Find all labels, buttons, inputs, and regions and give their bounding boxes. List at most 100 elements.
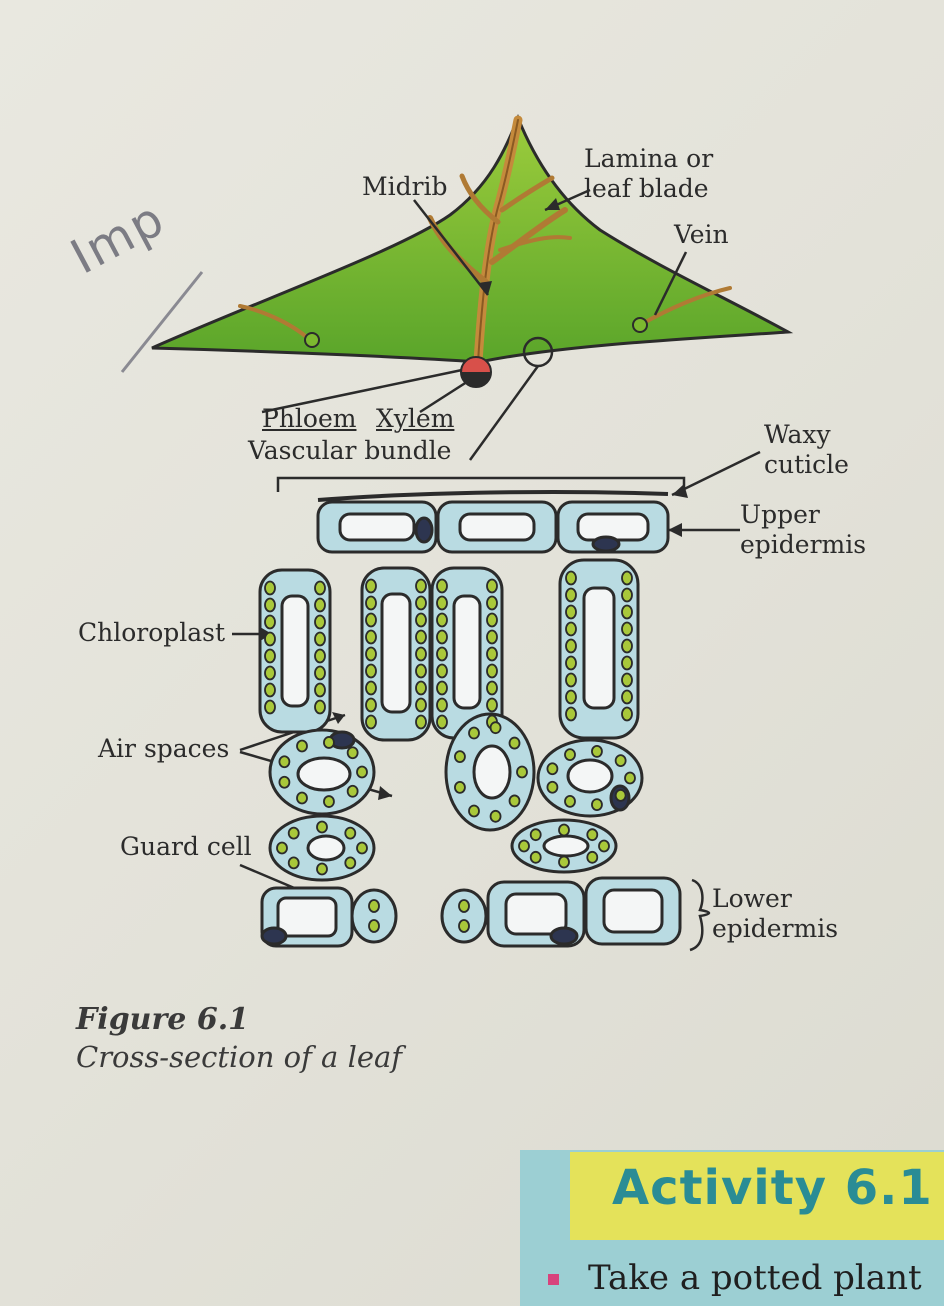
chloroplast <box>518 839 530 853</box>
chloroplast <box>564 794 576 808</box>
label-xylem: Xylem <box>376 404 455 433</box>
chloroplast <box>565 638 577 654</box>
activity-first-line: Take a potted plant <box>588 1258 922 1298</box>
chloroplast <box>468 804 480 818</box>
chloroplast <box>621 604 633 620</box>
chloroplast <box>591 798 603 811</box>
label-lower-epidermis: Lower epidermis <box>712 884 839 943</box>
chloroplast <box>436 714 448 730</box>
chloroplast <box>264 665 276 681</box>
chloroplast <box>314 631 326 647</box>
chloroplast <box>436 697 448 713</box>
chloroplast <box>314 580 326 596</box>
chloroplast <box>365 612 377 628</box>
label-midrib: Midrib <box>362 172 448 201</box>
chloroplast <box>346 746 359 760</box>
lower-epidermis-brace <box>689 878 711 952</box>
chloroplast <box>546 762 559 776</box>
chloroplast <box>415 629 427 645</box>
chloroplast <box>586 850 599 864</box>
activity-title: Activity 6.1 <box>612 1160 933 1216</box>
chloroplast <box>415 714 427 730</box>
chloroplast <box>468 726 480 740</box>
chloroplast <box>415 595 427 611</box>
chloroplast <box>486 612 498 628</box>
chloroplast <box>346 784 359 798</box>
chloroplast <box>436 578 448 594</box>
chloroplast <box>415 578 427 594</box>
chloroplast <box>621 672 633 688</box>
chloroplast <box>565 621 577 637</box>
chloroplast <box>314 699 326 715</box>
chloroplast <box>356 765 368 779</box>
chloroplast <box>529 828 542 842</box>
chloroplast <box>264 631 276 647</box>
chloroplast <box>621 587 633 603</box>
label-vein: Vein <box>674 220 729 249</box>
chloroplast <box>486 629 498 645</box>
chloroplast <box>264 648 276 664</box>
bullet-icon <box>548 1274 559 1285</box>
chloroplast <box>458 919 470 933</box>
label-upper-epidermis: Upper epidermis <box>740 500 867 559</box>
chloroplast <box>436 663 448 679</box>
label-vascular-bundle: Vascular bundle <box>248 436 452 465</box>
chloroplast <box>415 612 427 628</box>
chloroplasts <box>264 570 636 933</box>
chloroplast <box>564 748 576 762</box>
label-chloroplast: Chloroplast <box>78 618 226 647</box>
chloroplast <box>565 689 577 705</box>
label-guard-cell: Guard cell <box>120 832 252 861</box>
chloroplast <box>264 597 276 613</box>
chloroplast <box>436 646 448 662</box>
chloroplast <box>436 680 448 696</box>
chloroplast <box>276 841 288 855</box>
chloroplast <box>621 706 633 722</box>
chloroplast <box>365 578 377 594</box>
label-air-spaces: Air spaces <box>98 734 230 763</box>
chloroplast <box>264 682 276 698</box>
chloroplast <box>508 736 521 750</box>
chloroplast <box>486 646 498 662</box>
chloroplast <box>365 680 377 696</box>
chloroplast <box>614 754 627 768</box>
chloroplast <box>278 755 291 769</box>
chloroplast <box>621 570 633 586</box>
chloroplast <box>586 828 599 842</box>
chloroplast <box>287 856 300 870</box>
activity-header <box>570 1152 944 1240</box>
chloroplast <box>558 823 570 837</box>
chloroplast <box>415 663 427 679</box>
chloroplast <box>314 665 326 681</box>
chloroplast <box>365 697 377 713</box>
chloroplast <box>436 595 448 611</box>
chloroplast <box>365 663 377 679</box>
chloroplast <box>278 775 291 789</box>
chloroplast <box>287 826 300 840</box>
chloroplast <box>314 682 326 698</box>
chloroplast <box>624 771 636 785</box>
chloroplast <box>296 791 308 805</box>
chloroplast <box>621 689 633 705</box>
chloroplast <box>598 839 610 853</box>
chloroplast <box>516 765 528 779</box>
chloroplast <box>621 621 633 637</box>
chloroplast <box>486 697 498 713</box>
chloroplast <box>591 745 603 758</box>
chloroplast <box>415 680 427 696</box>
waxy-cuticle-line <box>317 490 669 502</box>
chloroplast <box>621 638 633 654</box>
chloroplast <box>365 646 377 662</box>
chloroplast <box>486 663 498 679</box>
chloroplast <box>486 578 498 594</box>
chloroplast <box>508 794 521 808</box>
chloroplast <box>344 856 357 870</box>
chloroplast <box>344 826 357 840</box>
chloroplast <box>621 655 633 671</box>
chloroplast <box>323 736 335 749</box>
chloroplast <box>264 699 276 715</box>
chloroplast <box>314 614 326 630</box>
chloroplast <box>558 855 570 869</box>
section-bracket <box>276 476 686 492</box>
